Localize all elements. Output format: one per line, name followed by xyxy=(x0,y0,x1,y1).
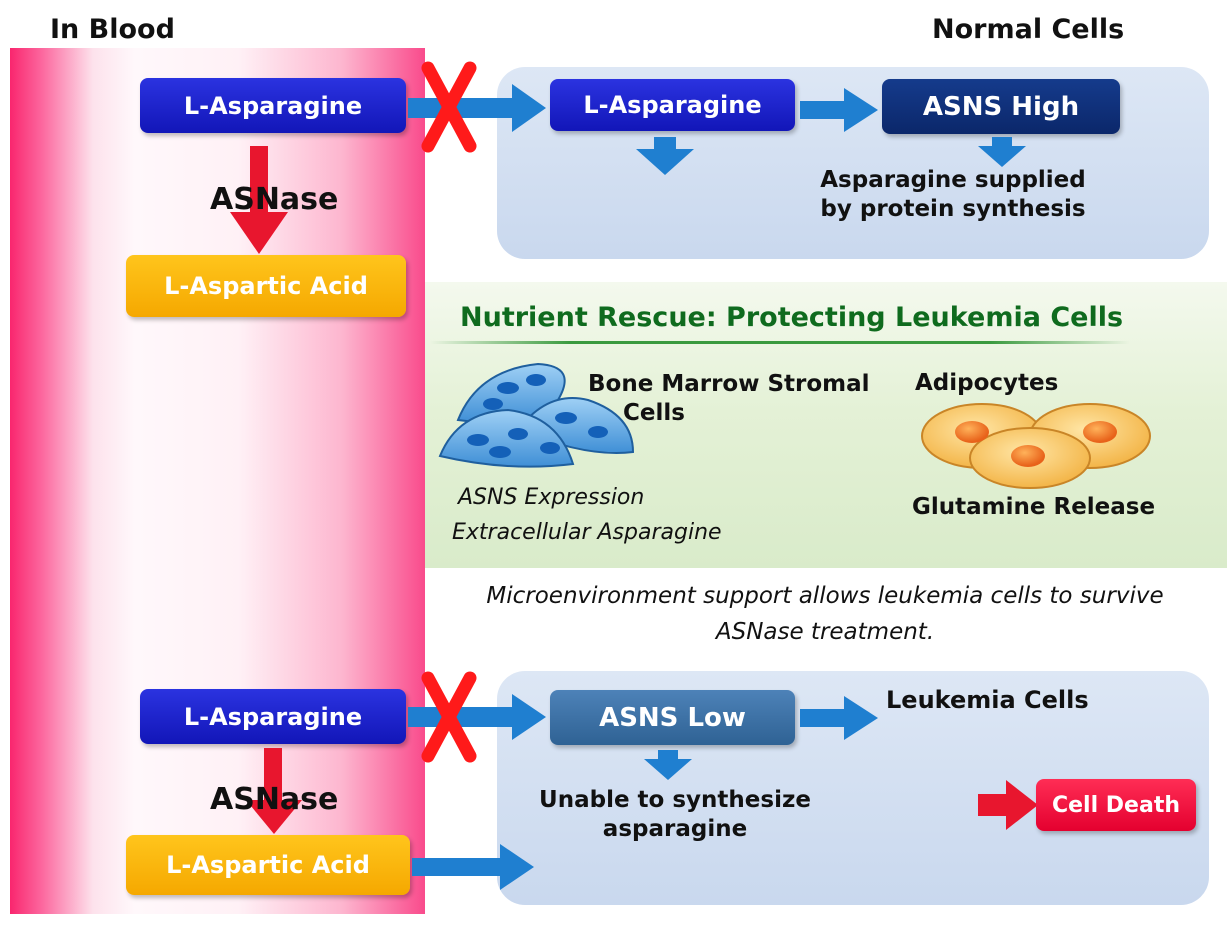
adipocytes-illustration xyxy=(921,403,1151,489)
adipocytes-label: Adipocytes xyxy=(915,370,1059,396)
aspartic-acid-box-bottom: L-Aspartic Acid xyxy=(126,835,410,895)
asns-expression-label: ASNS Expression xyxy=(458,485,645,510)
microenvironment-note: Microenvironment support allows leukemia… xyxy=(440,578,1210,650)
arrow-to-asns-high xyxy=(800,88,878,132)
block-x-icon-top xyxy=(421,61,477,153)
asns-high-box: ASNS High xyxy=(882,79,1120,134)
asparagine-supplied-text: Asparagine supplied by protein synthesis xyxy=(790,166,1116,224)
asparagine-supplied-line2: by protein synthesis xyxy=(820,196,1086,222)
rescue-title-underline xyxy=(430,341,1130,344)
arrow-aspartic-to-panel xyxy=(412,844,534,890)
red-arrow-down-top xyxy=(230,146,288,254)
asnase-label-bottom: ASNase xyxy=(210,782,339,817)
blood-column xyxy=(10,48,425,914)
blocked-transport-arrow-bottom xyxy=(408,694,546,740)
glutamine-release-label: Glutamine Release xyxy=(912,494,1156,520)
normal-asparagine-box: L-Asparagine xyxy=(550,79,795,131)
cell-death-box: Cell Death xyxy=(1036,779,1196,831)
down-arrow-asns-low xyxy=(644,750,692,780)
stromal-cells-illustration xyxy=(438,362,635,468)
in-blood-heading: In Blood xyxy=(50,14,175,45)
normal-cells-heading: Normal Cells xyxy=(932,14,1125,45)
stromal-cells-line2: Cells xyxy=(623,400,685,426)
stromal-cells-label: Bone Marrow Stromal Cells xyxy=(588,370,870,428)
red-arrow-down-bottom xyxy=(246,748,302,834)
aspartic-acid-box-top: L-Aspartic Acid xyxy=(126,255,406,317)
unable-to-synthesize-line1: Unable to synthesize xyxy=(539,787,811,813)
microenvironment-note-line1: Microenvironment support allows leukemia… xyxy=(486,583,1164,609)
stromal-cells-line1: Bone Marrow Stromal xyxy=(588,371,870,397)
blood-asparagine-box-top: L-Asparagine xyxy=(140,78,406,133)
down-arrow-normal-right xyxy=(978,137,1026,167)
asns-low-box: ASNS Low xyxy=(550,690,795,745)
red-arrow-cell-death xyxy=(978,780,1038,830)
unable-to-synthesize-line2: asparagine xyxy=(602,816,748,842)
nutrient-rescue-title: Nutrient Rescue: Protecting Leukemia Cel… xyxy=(460,302,1124,333)
down-arrow-normal-left xyxy=(636,137,694,175)
unable-to-synthesize-text: Unable to synthesize asparagine xyxy=(520,786,830,844)
asnase-label-top: ASNase xyxy=(210,182,339,217)
arrow-to-leukemia-cells xyxy=(800,696,878,740)
asparagine-supplied-line1: Asparagine supplied xyxy=(820,167,1086,193)
blood-asparagine-box-bottom: L-Asparagine xyxy=(140,689,406,744)
block-x-icon-bottom xyxy=(421,671,477,763)
microenvironment-note-line2: ASNase treatment. xyxy=(715,619,935,645)
leukemia-cells-label: Leukemia Cells xyxy=(886,686,1089,714)
blocked-transport-arrow-top xyxy=(408,84,546,132)
extracellular-asparagine-label: Extracellular Asparagine xyxy=(452,520,722,545)
